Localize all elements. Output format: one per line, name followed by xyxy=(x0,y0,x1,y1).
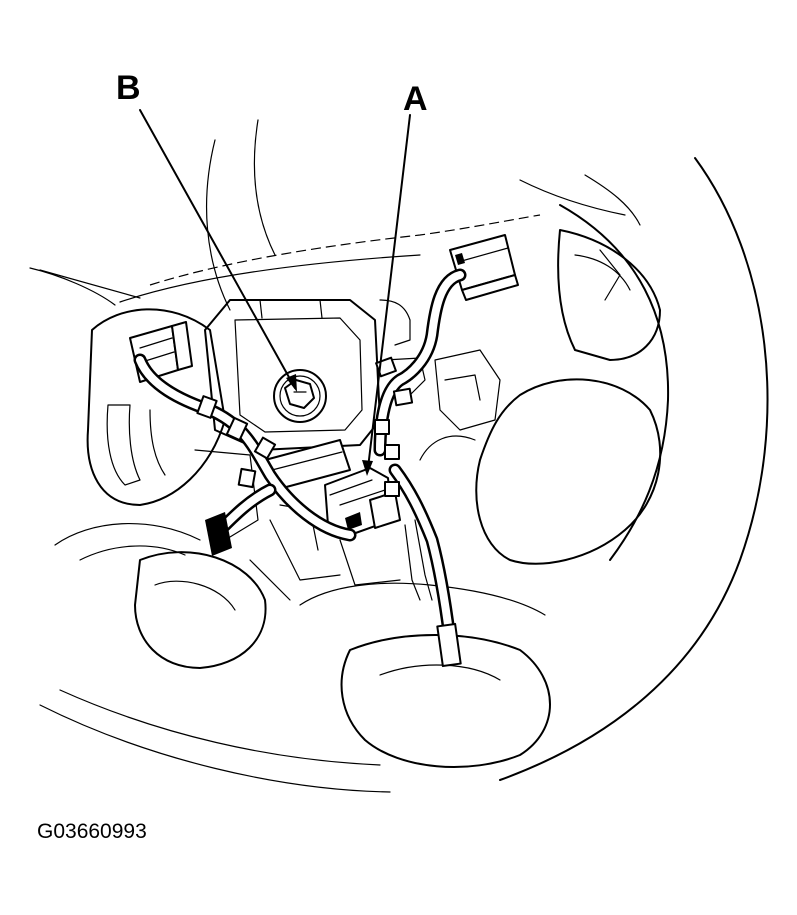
callout-b-leader xyxy=(139,109,296,389)
steering-hub xyxy=(194,299,501,601)
callout-a-arrowhead xyxy=(362,460,373,476)
callout-label-a: A xyxy=(403,80,428,118)
figure-code: G03660993 xyxy=(37,820,147,843)
upper-right-connector xyxy=(449,234,519,301)
airbag-connector xyxy=(264,439,401,536)
right-spoke xyxy=(419,229,662,565)
lower-spokes xyxy=(134,551,551,768)
wheel-spokes xyxy=(29,119,641,311)
callout-b-arrowhead xyxy=(286,374,297,392)
callout-label-b: B xyxy=(116,69,141,107)
shaft-nut xyxy=(273,369,327,423)
callout-leaders xyxy=(139,109,411,476)
left-connector xyxy=(129,321,193,383)
left-spoke xyxy=(54,308,226,561)
callout-a-leader xyxy=(367,114,411,469)
